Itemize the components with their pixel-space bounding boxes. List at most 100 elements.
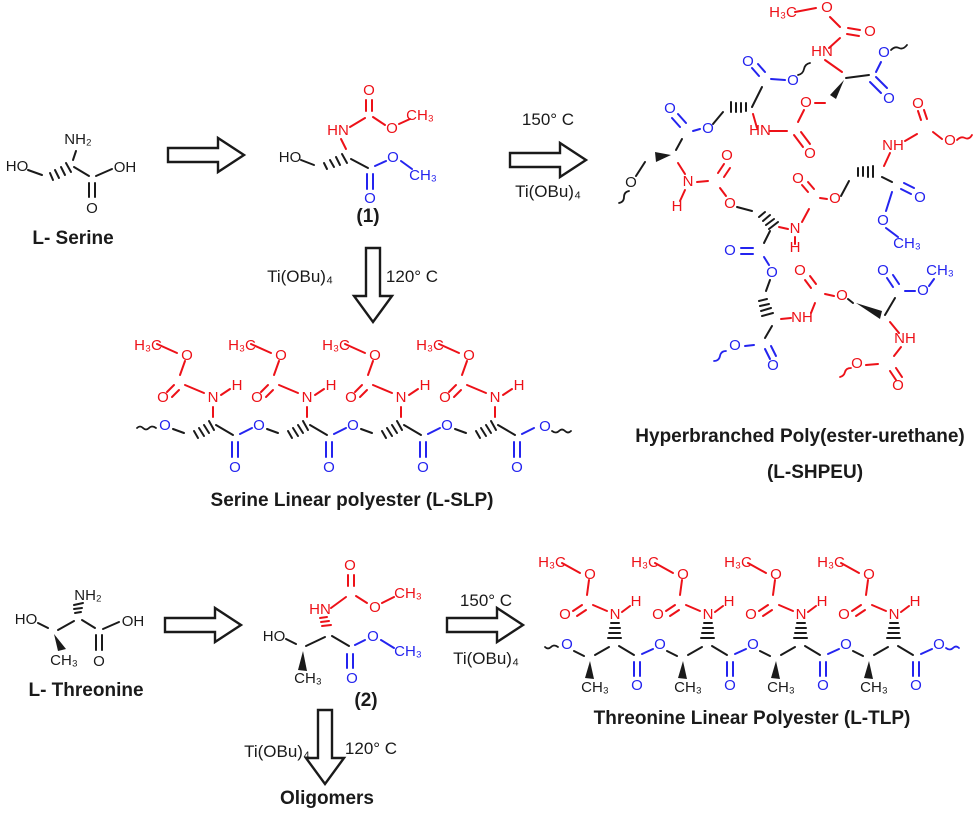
condition-temp-serine-slp: 120° C bbox=[385, 267, 439, 286]
oligomers-label: Oligomers bbox=[280, 788, 374, 809]
atom-label: HO bbox=[279, 149, 302, 166]
atom-label: O bbox=[584, 566, 596, 583]
atom-label: O bbox=[840, 636, 852, 653]
atom-label: O bbox=[159, 417, 171, 434]
block-arrow-2-to-tlp bbox=[445, 605, 526, 645]
atom-label: CH₃ bbox=[409, 167, 437, 184]
atom-label: O bbox=[910, 677, 922, 694]
atom-label: O bbox=[787, 72, 799, 89]
hashed-wedge bbox=[323, 153, 348, 170]
atom-label: H₃C bbox=[817, 554, 845, 571]
atom-label: O bbox=[323, 459, 335, 476]
hyperbranched-label: Hyperbranched Poly(ester-urethane) bbox=[635, 426, 965, 447]
atom-label: O bbox=[724, 195, 736, 212]
atom-label: H bbox=[790, 239, 801, 256]
atom-label: OH bbox=[114, 159, 137, 176]
tlp-label: Threonine Linear Polyester (L-TLP) bbox=[593, 708, 911, 729]
atom-label: O bbox=[253, 417, 265, 434]
atom-label: O bbox=[883, 90, 895, 107]
atom-label: HO bbox=[263, 628, 286, 645]
condition-temp-thr-oligomers: 120° C bbox=[344, 739, 398, 758]
atom-label: O bbox=[386, 120, 398, 137]
atom-label: O bbox=[729, 337, 741, 354]
atom-label: O bbox=[836, 287, 848, 304]
hyperbranched-abbrev-label: (L-SHPEU) bbox=[766, 462, 864, 483]
atom-label: O bbox=[181, 347, 193, 364]
atom-label: O bbox=[821, 0, 833, 16]
atom-label: O bbox=[511, 459, 523, 476]
atom-label: O bbox=[794, 262, 806, 279]
atom-label: O bbox=[559, 606, 571, 623]
condition-catalyst-serine-slp: Ti(OBu)₄ bbox=[267, 267, 333, 286]
atom-label: H₃C bbox=[724, 554, 752, 571]
atom-label: CH₃ bbox=[50, 652, 78, 669]
atom-label: O bbox=[767, 357, 779, 374]
atom-label: CH₃ bbox=[860, 679, 888, 696]
atom-label: O bbox=[724, 677, 736, 694]
condition-catalyst-serine-hyper: Ti(OBu)₄ bbox=[515, 182, 581, 201]
atom-label: H₃C bbox=[228, 337, 256, 354]
atom-label: O bbox=[892, 377, 904, 394]
atom-label: CH₃ bbox=[294, 670, 322, 687]
atom-label: O bbox=[838, 606, 850, 623]
hashed-wedge bbox=[49, 162, 72, 181]
atom-label: N bbox=[610, 606, 621, 623]
atom-label: O bbox=[804, 145, 816, 162]
atom-label: H bbox=[631, 593, 642, 610]
bold-wedge bbox=[54, 634, 66, 651]
atom-label: H₃C bbox=[322, 337, 350, 354]
atom-label: CH₃ bbox=[926, 262, 954, 279]
slp-label: Serine Linear polyester (L-SLP) bbox=[210, 490, 494, 511]
atom-label: O bbox=[914, 189, 926, 206]
atom-label: O bbox=[93, 653, 105, 670]
bold-wedge bbox=[830, 80, 844, 99]
atom-label: H₃C bbox=[769, 4, 797, 21]
compound-2-label: (2) bbox=[354, 690, 378, 711]
atom-label: NH bbox=[882, 137, 904, 154]
atom-label: O bbox=[654, 636, 666, 653]
bold-wedge bbox=[856, 303, 882, 319]
atom-label: O bbox=[829, 190, 841, 207]
atom-label: O bbox=[86, 200, 98, 217]
block-arrow-1-down bbox=[351, 246, 395, 325]
chain-end-squiggle bbox=[945, 645, 960, 651]
atom-label: O bbox=[864, 23, 876, 40]
atom-label: CH₃ bbox=[893, 235, 921, 252]
atom-label: N bbox=[796, 606, 807, 623]
atom-label: O bbox=[441, 417, 453, 434]
atom-label: O bbox=[863, 566, 875, 583]
atom-label: O bbox=[364, 190, 376, 207]
atom-label: O bbox=[346, 670, 358, 687]
atom-label: O bbox=[912, 95, 924, 112]
atom-label: O bbox=[792, 170, 804, 187]
block-arrow-serine-to-1 bbox=[166, 135, 247, 175]
atom-label: NH₂ bbox=[74, 587, 102, 604]
atom-label: O bbox=[625, 174, 637, 191]
atom-label: O bbox=[817, 677, 829, 694]
atom-label: H₃C bbox=[416, 337, 444, 354]
atom-label: H bbox=[420, 377, 431, 394]
block-arrow-1-to-hyper bbox=[508, 140, 589, 180]
atom-label: O bbox=[917, 282, 929, 299]
atom-label: O bbox=[347, 417, 359, 434]
atom-label: HN bbox=[309, 601, 331, 618]
condition-catalyst-thr-oligomers: Ti(OBu)₄ bbox=[244, 742, 310, 761]
atom-label: N bbox=[396, 389, 407, 406]
atom-label: H bbox=[514, 377, 525, 394]
atom-label: O bbox=[463, 347, 475, 364]
hyperbranched-structure: H₃COOHNOOOHNOOOOOONHOONHOOOONHOOOOOOCH₃N… bbox=[618, 0, 973, 394]
atom-label: HN bbox=[749, 122, 771, 139]
atom-label: N bbox=[302, 389, 313, 406]
atom-label: O bbox=[345, 389, 357, 406]
atom-label: O bbox=[677, 566, 689, 583]
condition-temp-thr-tlp: 150° C bbox=[459, 591, 513, 610]
atom-label: O bbox=[933, 636, 945, 653]
atom-label: N bbox=[683, 173, 694, 190]
atom-label: O bbox=[387, 149, 399, 166]
